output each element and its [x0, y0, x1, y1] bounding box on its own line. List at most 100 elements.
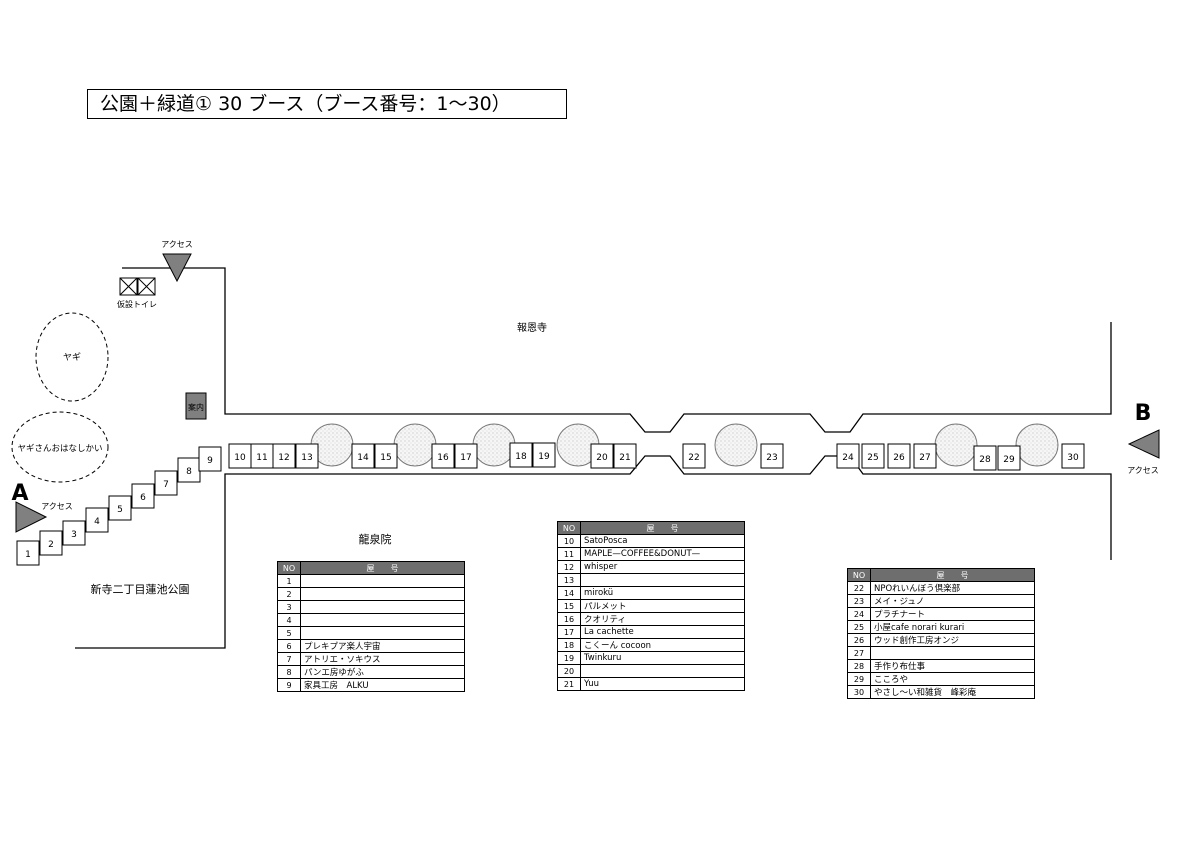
row-shop-name	[580, 573, 745, 587]
booth: 19	[532, 442, 556, 468]
booth-box	[62, 520, 86, 546]
booth: 2	[39, 530, 63, 556]
header-no: NO	[277, 561, 301, 575]
booth-number: 10	[234, 453, 246, 463]
booth-box	[272, 443, 296, 469]
table-row: 27	[847, 646, 1035, 660]
row-no: 20	[557, 664, 581, 678]
row-no: 3	[277, 600, 301, 614]
booth-box	[836, 443, 860, 469]
goat-area	[35, 312, 109, 402]
booth: 8	[177, 457, 201, 483]
access-marker-icon	[162, 253, 192, 283]
booth-number: 18	[515, 452, 527, 462]
access-marker-icon	[15, 501, 48, 533]
row-shop-name	[300, 574, 465, 588]
booth-number: 30	[1067, 453, 1079, 463]
row-no: 28	[847, 659, 871, 673]
row-shop-name	[580, 664, 745, 678]
booth-number: 19	[538, 452, 550, 462]
row-shop-name: MAPLE—COFFEE&DONUT—	[580, 547, 745, 561]
row-shop-name	[870, 646, 1035, 660]
booth: 15	[374, 443, 398, 469]
booth: 23	[760, 443, 784, 469]
row-shop-name: クオリティ	[580, 612, 745, 626]
tree-icon	[934, 423, 978, 467]
booth-box	[532, 442, 556, 468]
page-title: 公園＋緑道① 30 ブース（ブース番号：1〜30）	[87, 89, 567, 119]
tree-icon	[714, 423, 758, 467]
goat-label: ヤギ	[63, 352, 81, 363]
booth: 16	[431, 443, 455, 469]
row-no: 19	[557, 651, 581, 665]
booth-box	[85, 507, 109, 533]
row-no: 30	[847, 685, 871, 699]
booth: 4	[85, 507, 109, 533]
booth-number: 28	[979, 455, 991, 465]
table-row: 4	[277, 613, 465, 627]
booth: 20	[590, 443, 614, 469]
row-no: 14	[557, 586, 581, 600]
booth-number: 1	[25, 550, 31, 560]
booth: 3	[62, 520, 86, 546]
booth: 18	[509, 442, 533, 468]
row-shop-name: パルメット	[580, 599, 745, 613]
booth: 29	[997, 445, 1021, 471]
row-shop-name: プラチナート	[870, 607, 1035, 621]
row-no: 16	[557, 612, 581, 626]
tree-icon	[472, 423, 516, 467]
booth-box	[913, 443, 937, 469]
booth-number: 8	[186, 467, 192, 477]
booth-number: 26	[893, 453, 905, 463]
info-box	[185, 392, 207, 420]
row-shop-name: NPOれいんぼう倶楽部	[870, 581, 1035, 595]
row-shop-name: こくーん cocoon	[580, 638, 745, 652]
entrance-a-label: A	[11, 481, 28, 506]
row-shop-name	[300, 600, 465, 614]
booth-number: 24	[842, 453, 854, 463]
row-shop-name: whisper	[580, 560, 745, 574]
booth-number: 13	[301, 453, 312, 463]
table-row: 13	[557, 573, 745, 587]
row-no: 8	[277, 665, 301, 679]
booth-number: 20	[596, 453, 608, 463]
header-no: NO	[557, 521, 581, 535]
booth-box	[590, 443, 614, 469]
booth-box	[682, 443, 706, 469]
row-shop-name: Twinkuru	[580, 651, 745, 665]
row-no: 24	[847, 607, 871, 621]
booth-number: 4	[94, 517, 100, 527]
row-no: 27	[847, 646, 871, 660]
booth: 25	[861, 443, 885, 469]
booth-number: 23	[766, 453, 777, 463]
row-no: 17	[557, 625, 581, 639]
row-no: 9	[277, 678, 301, 692]
row-no: 4	[277, 613, 301, 627]
row-shop-name: メイ・ジュノ	[870, 594, 1035, 608]
booth-number: 7	[163, 480, 169, 490]
row-no: 2	[277, 587, 301, 601]
row-no: 25	[847, 620, 871, 634]
booth: 14	[351, 443, 375, 469]
table-row: 2	[277, 587, 465, 601]
row-shop-name: やさし〜い和雑貨 峰彩庵	[870, 685, 1035, 699]
tree-icon	[1015, 423, 1059, 467]
booth: 11	[250, 443, 274, 469]
row-shop-name	[300, 626, 465, 640]
